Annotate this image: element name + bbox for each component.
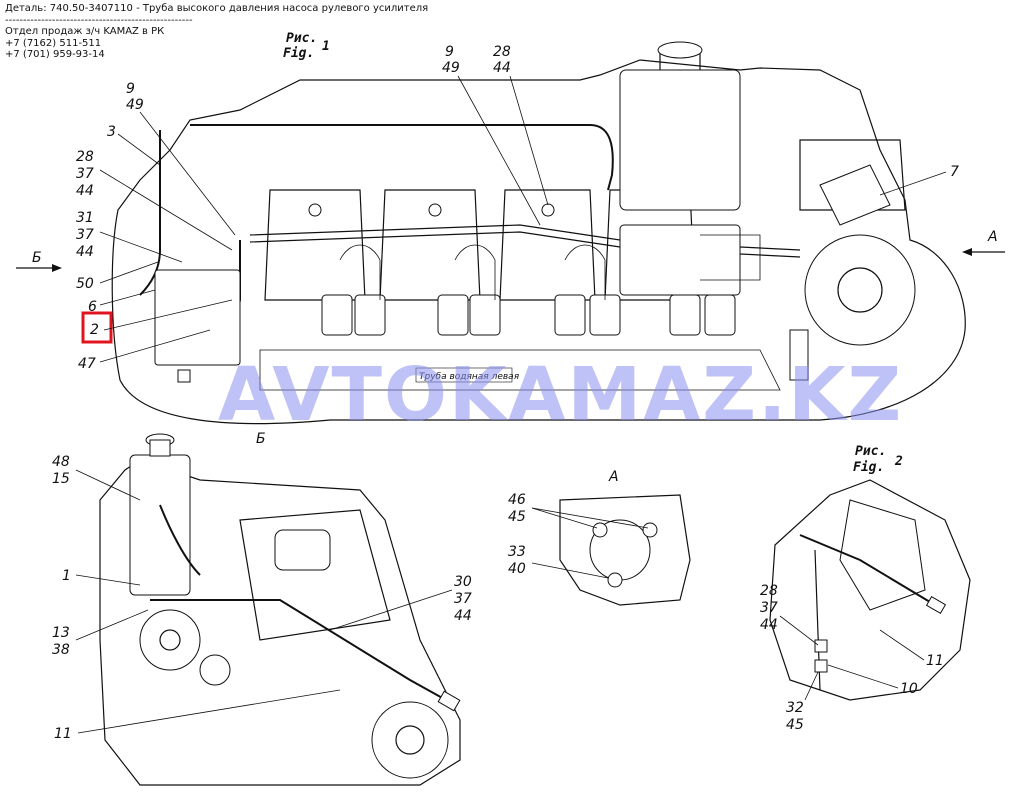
- water-pipe-label-text: Труба водяная левая: [419, 372, 520, 382]
- callout-45: 45: [508, 509, 526, 525]
- callout-3: 3: [107, 124, 116, 140]
- callout-9-right: 9: [445, 44, 454, 60]
- view-a-drawing: А: [559, 469, 691, 606]
- callout-44b: 44: [76, 244, 94, 260]
- view-arrow-a: А: [962, 229, 1005, 256]
- phone-2[interactable]: +7 (701) 959-93-14: [5, 49, 105, 60]
- callout-48: 48: [52, 454, 70, 470]
- callout-31: 31: [76, 210, 94, 226]
- callout-11-fig2: 11: [926, 653, 944, 669]
- callout-6: 6: [88, 299, 97, 315]
- svg-text:Fig.: Fig.: [283, 46, 314, 61]
- highlighted-part-marker: [81, 311, 113, 344]
- callout-10-fig2: 10: [900, 681, 918, 697]
- svg-text:1: 1: [322, 39, 330, 54]
- callouts-view-b: 48 15 1 13 38 30 37 44 11: [52, 454, 472, 742]
- callout-28-fig2: 28: [760, 583, 778, 599]
- callouts-view-a: 46 45 33 40: [508, 492, 649, 579]
- view-arrow-b: Б: [16, 250, 62, 272]
- engine-main-drawing: [111, 41, 966, 425]
- callout-15: 15: [52, 471, 70, 487]
- callout-44: 44: [76, 183, 94, 199]
- callout-38: 38: [52, 642, 70, 658]
- watermark: AVTOKAMAZ.KZ: [218, 352, 903, 438]
- svg-text:А: А: [987, 229, 998, 245]
- callout-11-b: 11: [54, 726, 72, 742]
- svg-text:Рис.: Рис.: [855, 444, 886, 459]
- svg-text:Б: Б: [32, 250, 42, 266]
- callout-37b: 37: [76, 227, 94, 243]
- callout-44-b: 44: [454, 608, 472, 624]
- callout-47: 47: [78, 356, 96, 372]
- callout-13: 13: [52, 625, 70, 641]
- page-header: Деталь: 740.50-3407110 - Труба высокого …: [5, 3, 428, 61]
- callout-40: 40: [508, 561, 526, 577]
- callout-45-fig2: 45: [786, 717, 804, 733]
- callout-30: 30: [454, 574, 472, 590]
- callout-9: 9: [126, 81, 135, 97]
- sales-department: Отдел продаж з/ч KAMAZ в РК: [5, 26, 165, 37]
- header-separator: ----------------------------------------…: [5, 14, 193, 26]
- callout-37-fig2: 37: [760, 600, 778, 616]
- callout-49-right: 49: [442, 60, 460, 76]
- view-a-title: А: [608, 469, 619, 485]
- figure-2-drawing: [769, 479, 971, 701]
- figure-2-title: Рис. Fig. 2: [853, 444, 903, 475]
- callout-1: 1: [62, 568, 71, 584]
- callout-32-fig2: 32: [786, 700, 804, 716]
- callout-7: 7: [950, 164, 959, 180]
- part-title: Деталь: 740.50-3407110 - Труба высокого …: [5, 3, 429, 14]
- callout-33: 33: [508, 544, 526, 560]
- svg-text:2: 2: [894, 454, 903, 469]
- svg-text:Fig.: Fig.: [853, 460, 884, 475]
- callouts-figure-2: 28 37 44 11 10 32 45: [760, 583, 944, 733]
- callout-49: 49: [126, 97, 144, 113]
- callout-2: 2: [90, 322, 99, 338]
- callout-37-b: 37: [454, 591, 472, 607]
- phone-1[interactable]: +7 (7162) 511-511: [5, 37, 102, 49]
- callouts-figure-1: 9 49 3 28 37 44 31 37 44 50 6 2 47 9 49 …: [76, 44, 959, 372]
- view-b-title: Б: [256, 431, 266, 447]
- callout-50: 50: [76, 276, 94, 292]
- callout-28: 28: [76, 149, 94, 165]
- view-b-drawing: Б: [99, 431, 461, 786]
- figure-1-title: Рис. Fig. 1: [283, 31, 330, 61]
- callout-44-right: 44: [493, 60, 511, 76]
- callout-28-right: 28: [493, 44, 511, 60]
- callout-46: 46: [508, 492, 526, 508]
- svg-text:Рис.: Рис.: [286, 31, 317, 46]
- water-pipe-label: Труба водяная левая: [415, 367, 520, 383]
- callout-44-fig2: 44: [760, 617, 778, 633]
- callout-37: 37: [76, 166, 94, 182]
